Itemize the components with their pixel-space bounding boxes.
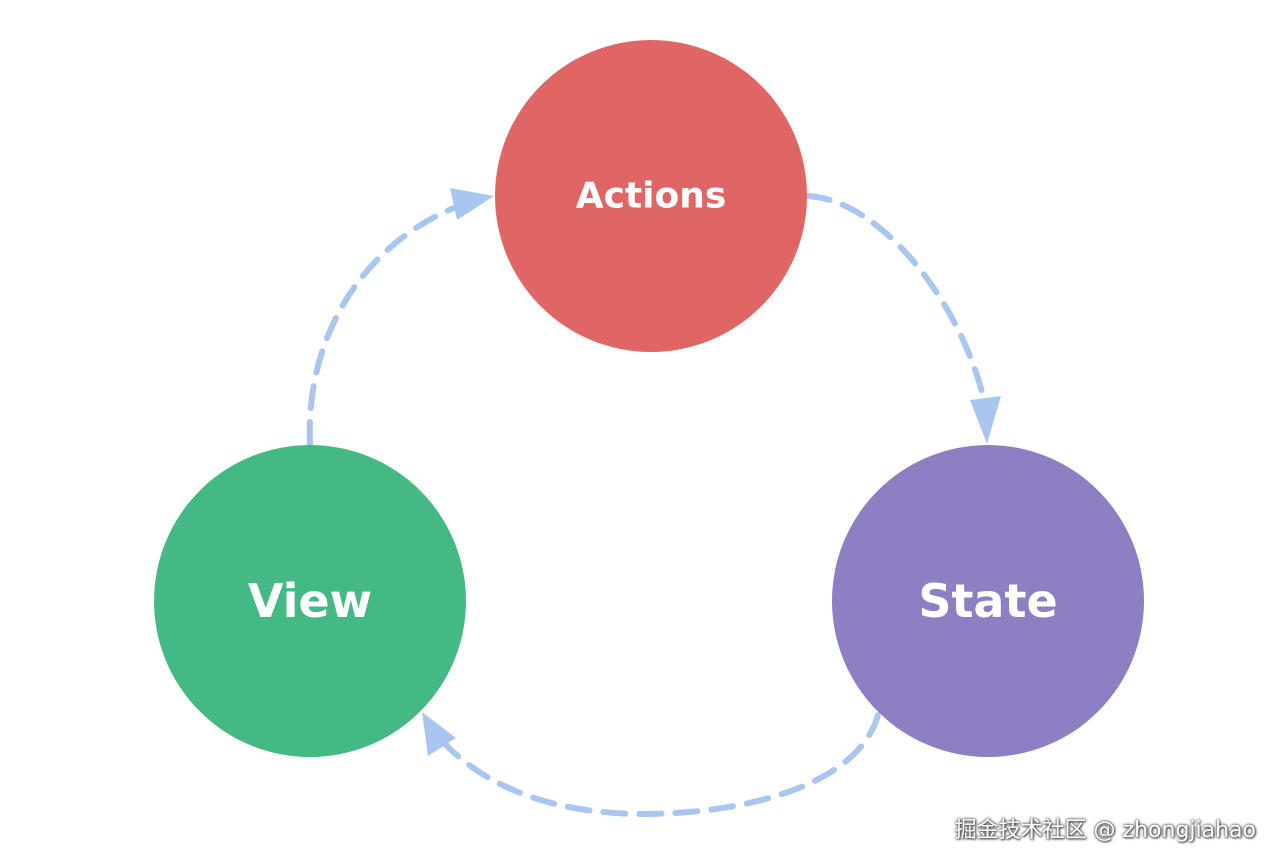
- node-actions: Actions: [495, 40, 807, 352]
- node-state-circle: [832, 445, 1144, 757]
- node-view-label: View: [248, 574, 372, 628]
- node-actions-circle: [495, 40, 807, 352]
- watermark-text: 掘金技术社区 @ zhongjiahao: [954, 818, 1256, 843]
- node-state-label: State: [918, 574, 1057, 628]
- node-state: State: [832, 445, 1144, 757]
- node-view-circle: [154, 445, 466, 757]
- arrowhead-view-to-actions: [450, 188, 494, 220]
- node-view: View: [154, 445, 466, 757]
- edge-view-to-actions: [306, 199, 473, 447]
- arrowhead-state-to-view: [422, 712, 456, 756]
- edge-state-to-view: [443, 712, 881, 818]
- node-actions-label: Actions: [576, 176, 727, 217]
- arrowhead-actions-to-state: [970, 396, 1001, 444]
- edge-actions-to-state: [805, 193, 987, 403]
